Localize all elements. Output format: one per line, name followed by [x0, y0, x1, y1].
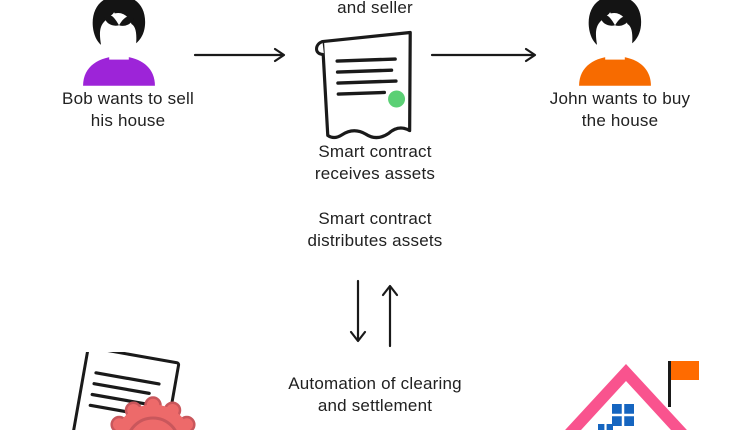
contract-seal-dot [388, 90, 406, 108]
window-small [598, 424, 613, 430]
hair-fringe-left [104, 15, 119, 26]
scroll-curl [315, 40, 325, 57]
certificate-seal-icon [64, 352, 196, 430]
neck [605, 38, 625, 60]
scroll-paper [320, 30, 412, 140]
smart-contract-icon [308, 26, 428, 142]
certificate-icon [48, 352, 223, 430]
john-shirt [579, 56, 651, 86]
automation-label: Automation of clearing and settlement [288, 374, 462, 416]
john-avatar [566, 0, 664, 86]
arrow-right-icon [430, 47, 537, 63]
roof [565, 364, 687, 430]
hair [92, 0, 146, 45]
bob-shirt [83, 56, 155, 86]
hair-fringe-right [119, 16, 134, 26]
flag-pole [668, 361, 671, 407]
flag [671, 361, 699, 380]
house-icon [550, 356, 722, 430]
agreement-caption: and seller [337, 0, 413, 17]
scroll-document-icon [315, 30, 412, 140]
hair [588, 0, 642, 45]
person-icon [83, 0, 155, 86]
hair-fringe-right [615, 16, 630, 26]
arrow-right-icon [193, 47, 286, 63]
john-label: John wants to buy the house [549, 89, 691, 131]
hair-fringe-left [600, 15, 615, 26]
neck [109, 38, 129, 60]
smart-contract-distributes-label: Smart contract distributes assets [307, 209, 443, 251]
bob-avatar [70, 0, 168, 86]
house-flag-icon [565, 361, 699, 430]
bob-label: Bob wants to sell his house [62, 89, 194, 131]
arrow-up-icon [381, 284, 399, 348]
window-large [612, 404, 634, 426]
smart-contract-receives-label: Smart contract receives assets [314, 142, 436, 184]
rosette-seal [110, 396, 196, 430]
arrow-down-icon [349, 279, 367, 343]
vertical-arrows [349, 279, 399, 348]
rosette-inner-ring [129, 416, 177, 430]
person-icon [579, 0, 651, 86]
